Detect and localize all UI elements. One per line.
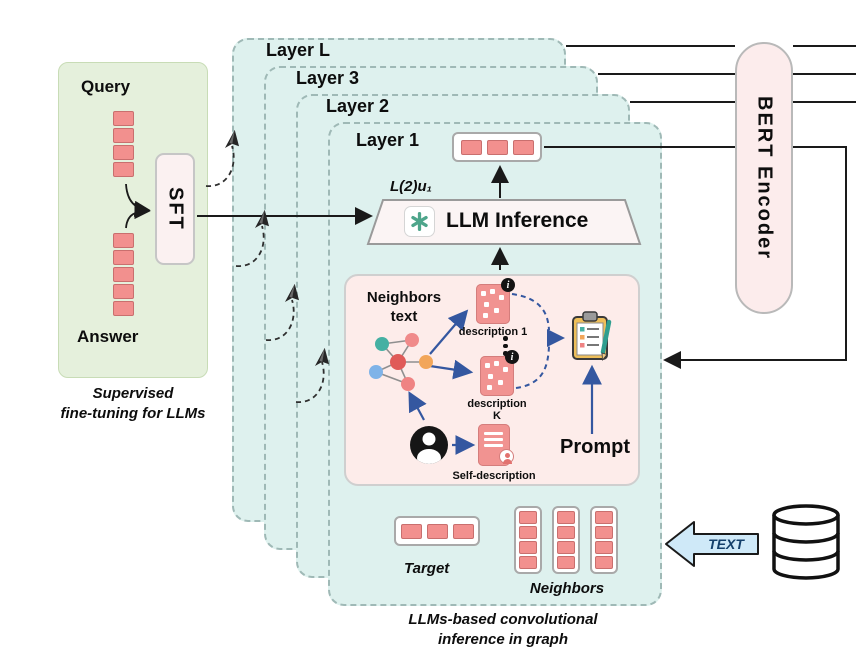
token: [557, 511, 575, 524]
token: [557, 526, 575, 539]
sft-panel: Query SFT Answer: [58, 62, 208, 378]
person-badge-icon: [499, 449, 514, 464]
token: [113, 145, 134, 160]
bert-encoder: BERT Encoder: [735, 42, 793, 314]
neighbor-token-column: [514, 506, 542, 574]
neighbors-label: Neighbors: [529, 580, 605, 597]
openai-icon: [404, 206, 435, 237]
paper-plane-icon: [278, 282, 306, 310]
token: [486, 139, 508, 155]
sft-caption: Supervised fine-tuning for LLMs: [60, 385, 206, 422]
token: [113, 128, 134, 143]
token: [595, 511, 613, 524]
layer-3-label: Layer 3: [296, 68, 360, 88]
token: [519, 511, 537, 524]
neighbor-token-column: [590, 506, 618, 574]
token: [460, 139, 482, 155]
layer-output-tokens: [452, 132, 542, 162]
info-icon: i: [501, 278, 515, 292]
self-description-label: Self-description: [452, 470, 536, 482]
layer-L-label: Layer L: [266, 40, 331, 60]
target-tokens: [394, 516, 480, 546]
llm-inference-label: LLM Inference: [446, 209, 589, 232]
prompt-label: Prompt: [560, 436, 630, 458]
paper-plane-icon: [248, 208, 276, 236]
token: [426, 523, 448, 539]
self-description-doc-icon: [478, 424, 514, 466]
token: [400, 523, 422, 539]
description-1-doc-icon: i: [476, 278, 515, 324]
bottom-caption: LLMs-based convolutional inference in gr…: [408, 611, 598, 648]
description-k-doc-icon: i: [480, 350, 519, 396]
paper-plane-icon: [218, 128, 246, 156]
layer-2-label: Layer 2: [326, 96, 390, 116]
paper-plane-icon: [308, 346, 336, 374]
answer-token-column: [113, 233, 134, 316]
token: [557, 556, 575, 569]
description-k-label: description K: [467, 398, 527, 422]
user-person-icon: [410, 426, 448, 464]
answer-label: Answer: [77, 327, 139, 346]
token: [519, 556, 537, 569]
neighbor-token-column: [552, 506, 580, 574]
token: [113, 111, 134, 126]
openai-asterisk-glyph: [411, 211, 428, 232]
layer-1-label: Layer 1: [356, 130, 420, 150]
token: [113, 233, 134, 248]
neighbors-text-label: Neighbors text: [366, 289, 442, 325]
token: [113, 250, 134, 265]
database-icon: [772, 504, 840, 580]
token: [595, 556, 613, 569]
token: [113, 284, 134, 299]
token: [557, 541, 575, 554]
token: [452, 523, 474, 539]
query-token-column: [113, 111, 134, 177]
token: [113, 267, 134, 282]
sft-box: SFT: [155, 153, 195, 265]
token: [113, 301, 134, 316]
embedding-label: L(2)u₁: [390, 178, 432, 195]
token: [595, 541, 613, 554]
prompt-clipboard-icon: [572, 311, 612, 362]
neighbors-graph-icon: [369, 333, 433, 391]
token: [519, 541, 537, 554]
text-arrow-label: TEXT: [708, 536, 744, 552]
description-1-label: description 1: [458, 326, 528, 338]
query-label: Query: [81, 77, 131, 96]
token: [519, 526, 537, 539]
info-icon: i: [505, 350, 519, 364]
token: [512, 139, 534, 155]
target-label: Target: [404, 560, 450, 577]
token: [113, 162, 134, 177]
token: [595, 526, 613, 539]
